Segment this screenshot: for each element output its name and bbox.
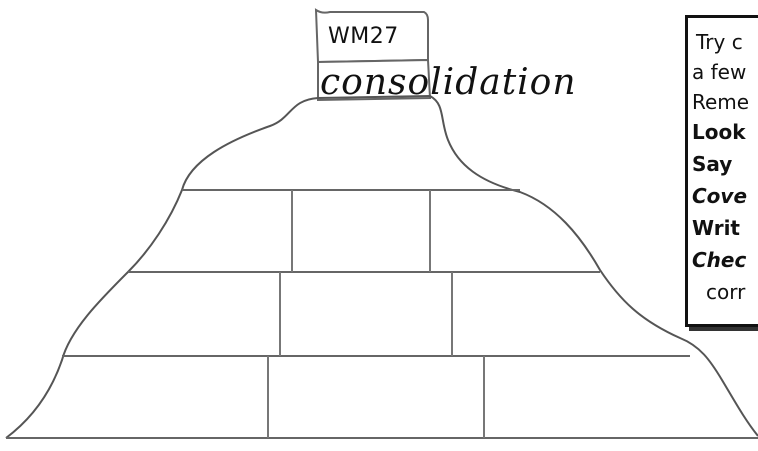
mountain-outline xyxy=(6,96,758,438)
instruction-line: Try c xyxy=(696,30,743,54)
flag-code: WM27 xyxy=(328,24,399,49)
handwritten-word: consolidation xyxy=(320,62,577,103)
instruction-line: Reme xyxy=(692,90,749,114)
instruction-line: Writ xyxy=(692,216,740,240)
instruction-line: corr xyxy=(706,280,745,304)
instruction-line: Say xyxy=(692,152,732,176)
instruction-line: Chec xyxy=(692,248,746,272)
instruction-line: Look xyxy=(692,120,746,144)
instruction-line: Cove xyxy=(692,184,747,208)
instruction-box: Try c a few Reme Look Say Cove Writ Chec… xyxy=(685,15,758,327)
instruction-line: a few xyxy=(692,60,746,84)
